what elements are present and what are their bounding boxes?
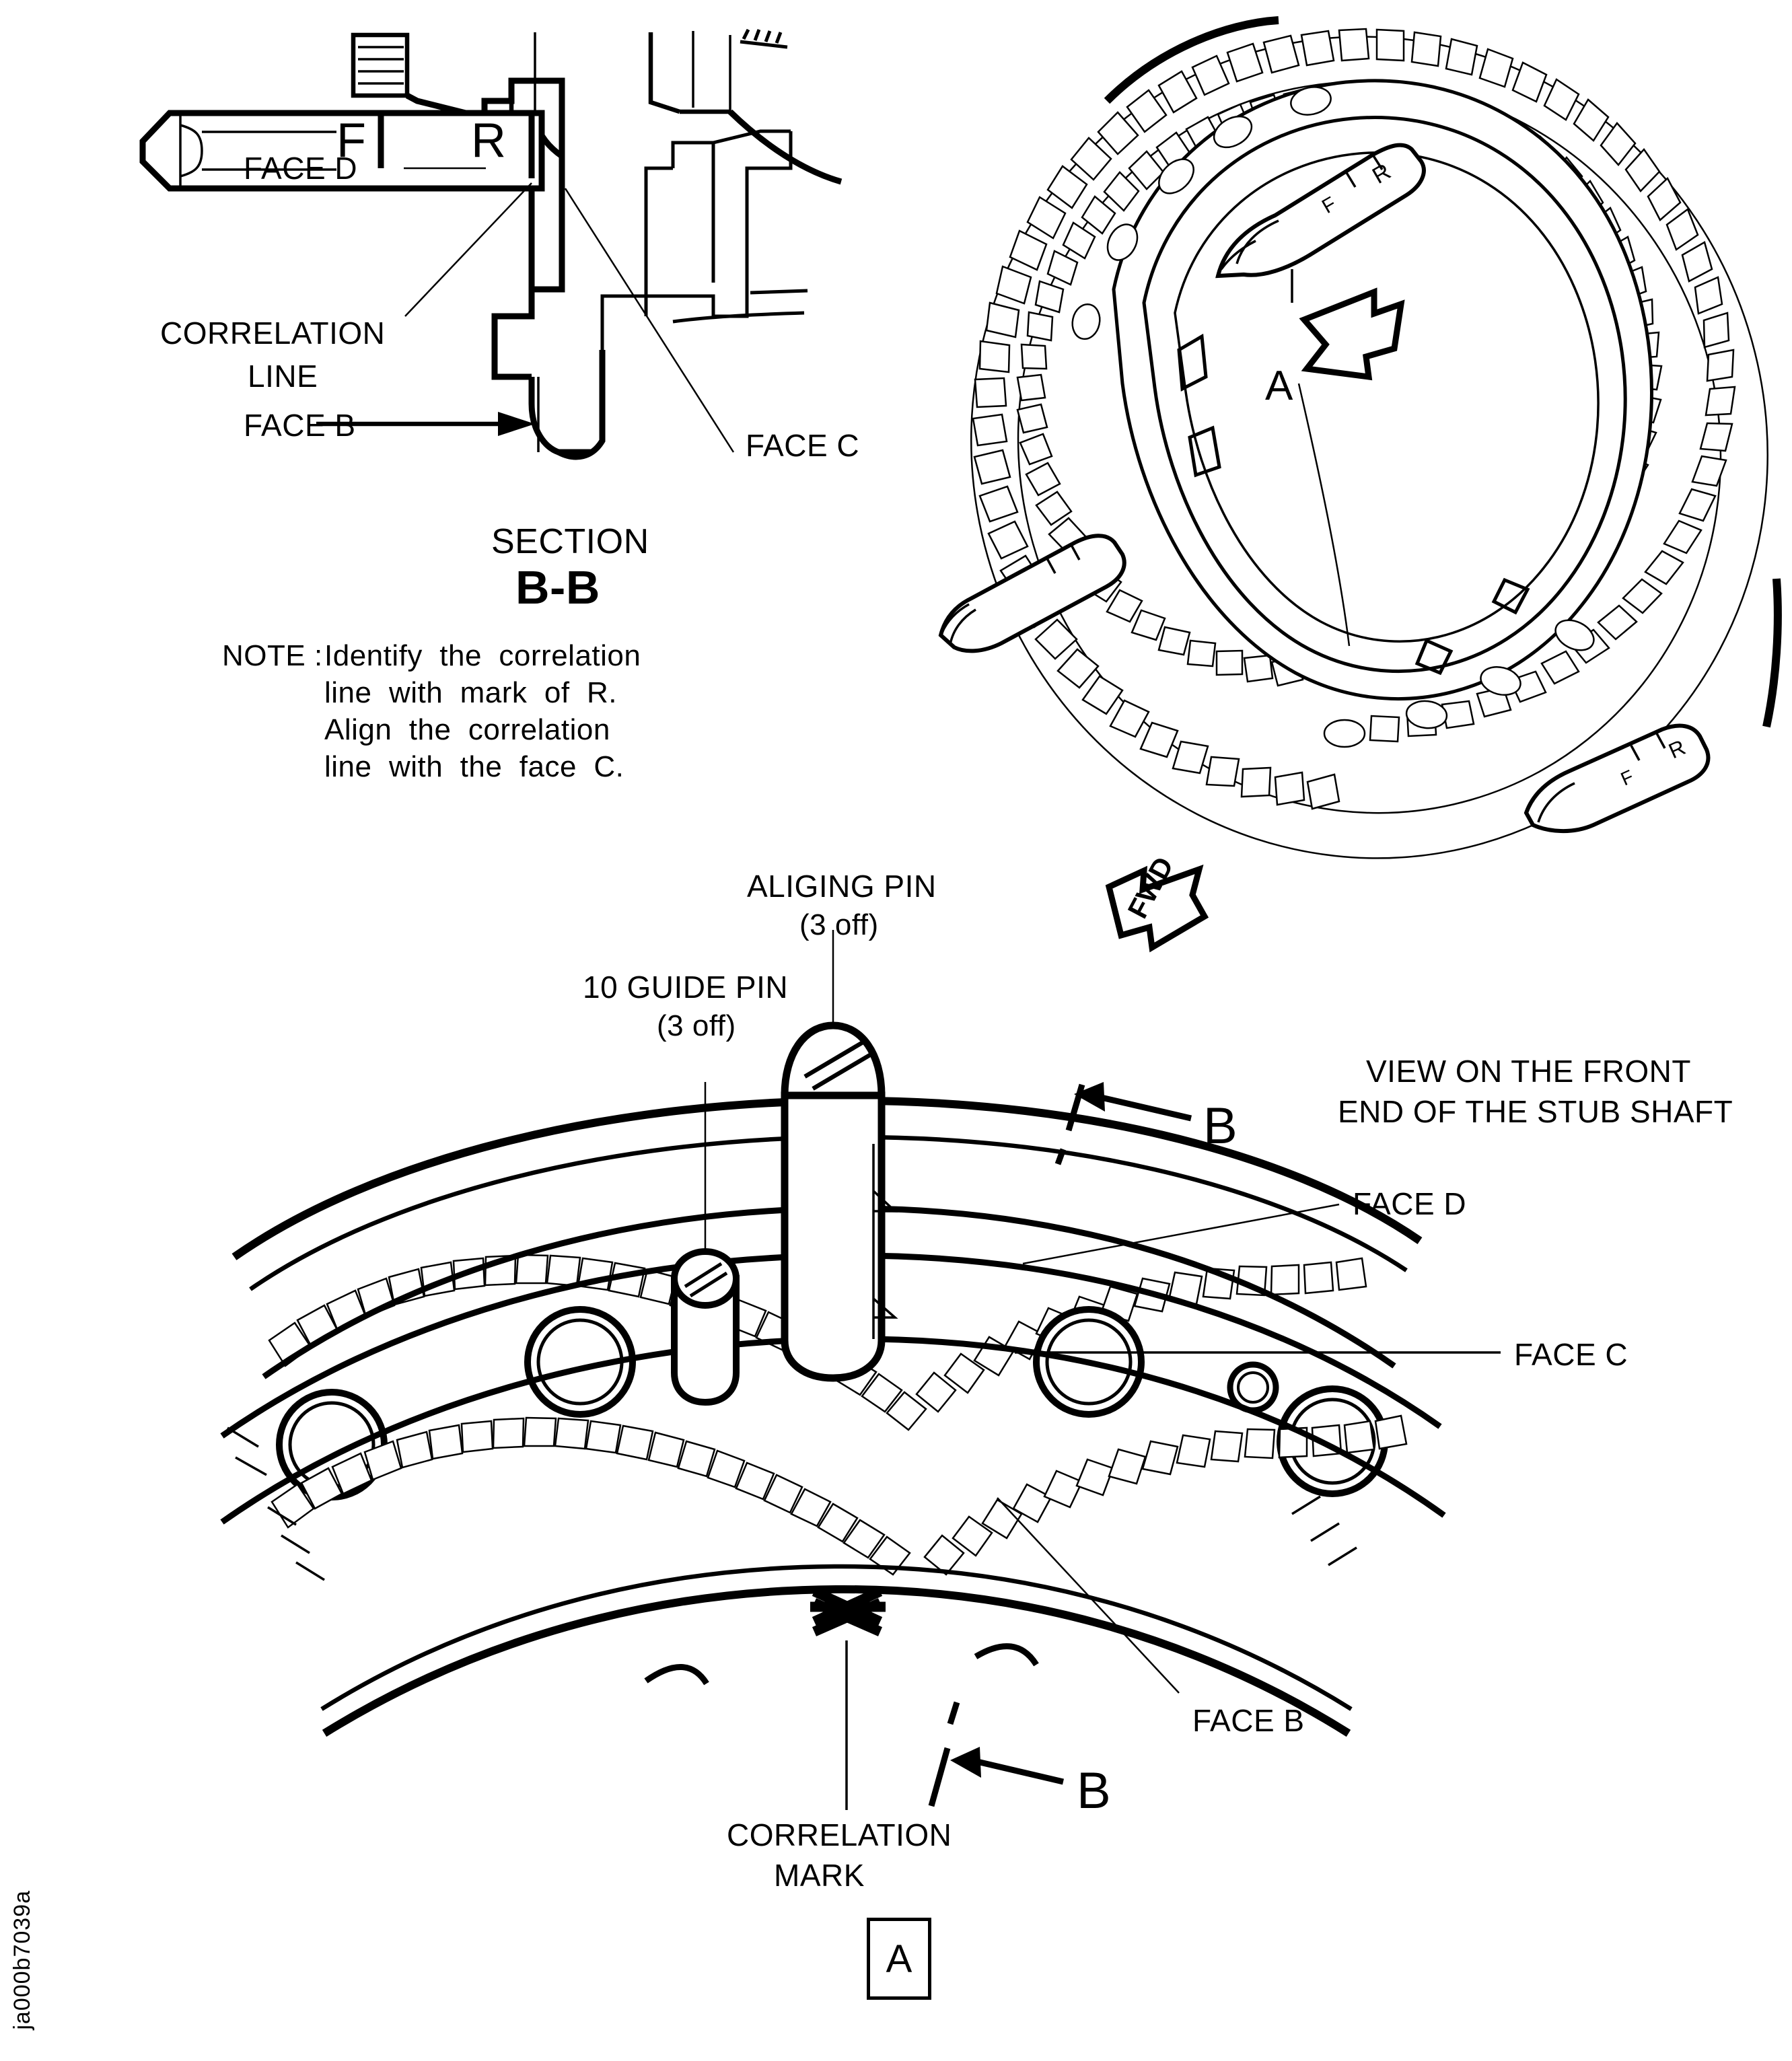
label-face-d-detail: FACE D	[1353, 1186, 1467, 1221]
iso-caption-line-1: VIEW ON THE FRONT	[1366, 1054, 1691, 1089]
detail-tag-box: A	[867, 1918, 931, 2000]
section-leaders	[316, 167, 735, 453]
note-line-4: line with the face C.	[324, 750, 624, 783]
label-guide-pin: 10 GUIDE PIN	[583, 970, 789, 1005]
section-caption-bb: B-B	[515, 561, 600, 614]
label-face-b-section: FACE B	[244, 408, 356, 443]
label-face-c-section: FACE C	[746, 428, 860, 463]
label-guide-pin-qty: (3 off)	[657, 1009, 736, 1042]
figure-id-code: ja000b7039a	[9, 1890, 35, 2030]
section-letter-b-top: B	[1203, 1097, 1238, 1155]
label-correlation-line-2: LINE	[248, 359, 318, 394]
label-face-b-detail: FACE B	[1192, 1703, 1305, 1738]
threaded-block-icon	[351, 32, 564, 159]
note-line-1: Identify the correlation	[324, 639, 641, 672]
label-correlation-mark-2: MARK	[774, 1858, 865, 1893]
section-caption: SECTION	[491, 522, 649, 561]
detail-a-drawing	[220, 930, 1501, 1810]
detail-tag-letter: A	[886, 1937, 912, 1981]
view-arrow-label-a: A	[1265, 363, 1293, 409]
section-marker-b-top	[1054, 1082, 1192, 1165]
aligning-pin-top-right: R F	[1215, 143, 1426, 279]
detail-leaders	[704, 930, 1501, 1694]
label-aligning-pin-qty: (3 off)	[799, 908, 879, 941]
label-correlation-mark-1: CORRELATION	[727, 1817, 952, 1852]
guide-pin	[671, 1248, 740, 1406]
lower-tooth-band	[271, 1416, 911, 1576]
label-aligning-pin: ALIGING PIN	[747, 869, 937, 904]
section-bb-drawing	[139, 28, 843, 460]
label-face-c-detail: FACE C	[1514, 1337, 1628, 1372]
aligning-pin-detail	[781, 1021, 898, 1382]
note-line-2: line with mark of R.	[324, 676, 618, 709]
label-face-d-section: FACE D	[244, 151, 358, 186]
label-correlation-line-1: CORRELATION	[160, 316, 386, 351]
outer-tooth-band-upper-right	[915, 1257, 1367, 1413]
flange-bolt-holes	[1071, 86, 1595, 748]
aligning-pin-section	[139, 110, 545, 192]
pin-mark-front: F	[336, 114, 367, 168]
ring-gear-iso-view: R F R F FWD	[938, 16, 1782, 953]
correlation-mark-symbol	[810, 1587, 886, 1810]
aligning-pin-bottom-right: R F	[1524, 723, 1711, 833]
note-prefix: NOTE :	[222, 639, 323, 672]
iso-caption-line-2: END OF THE STUB SHAFT	[1338, 1094, 1733, 1129]
spring-icon	[648, 28, 843, 185]
section-marker-b-bottom	[928, 1701, 1065, 1807]
view-direction-arrow-a	[1291, 269, 1405, 647]
pin-mark-rear: R	[471, 114, 507, 168]
section-letter-b-bottom: B	[1077, 1762, 1112, 1819]
note-line-3: Align the correlation	[324, 713, 610, 746]
fwd-arrow: FWD	[1105, 852, 1209, 953]
lower-tooth-band-right	[923, 1414, 1408, 1576]
aligning-pin-lower-left	[938, 534, 1126, 653]
